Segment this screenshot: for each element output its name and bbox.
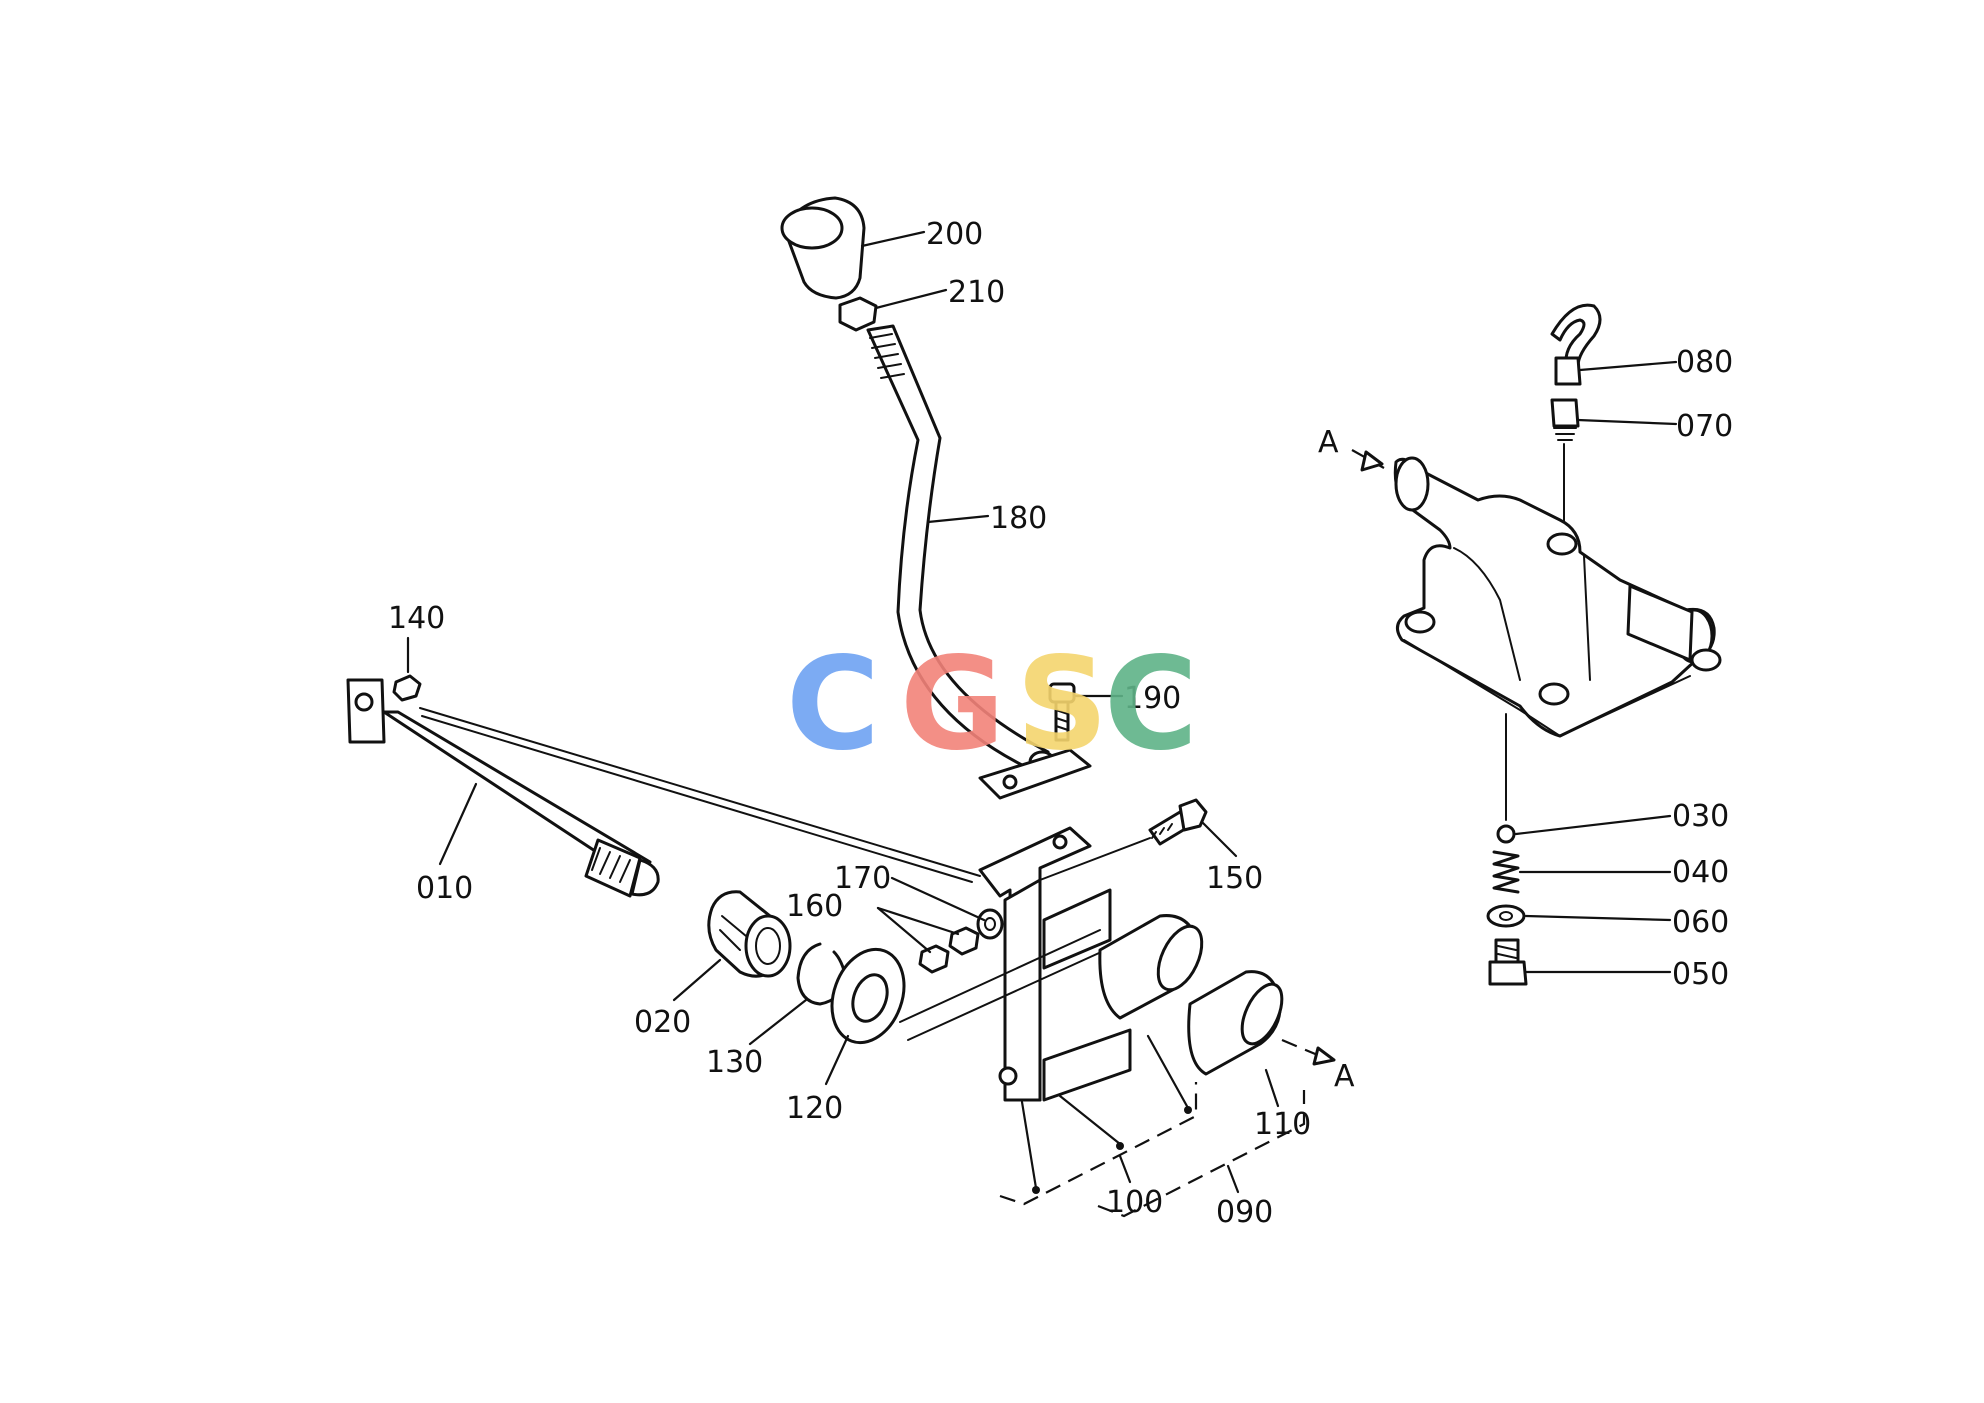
callout-060: 060 — [1672, 905, 1729, 940]
group-bracket-090 — [1097, 1090, 1306, 1218]
callout-170: 170 — [834, 861, 891, 896]
callout-180: 180 — [990, 501, 1047, 536]
nut-210 — [838, 296, 878, 332]
leader-090 — [1226, 1164, 1240, 1194]
leader-070 — [1576, 418, 1678, 426]
callout-120: 120 — [786, 1091, 843, 1126]
fitting-070 — [1550, 398, 1580, 441]
callout-210: 210 — [948, 275, 1005, 310]
nut-140 — [392, 674, 422, 702]
callout-010: 010 — [416, 871, 473, 906]
ball-030 — [1496, 824, 1516, 844]
callout-090: 090 — [1216, 1195, 1273, 1230]
transmission-housing — [1393, 456, 1722, 738]
bushing-110 — [1187, 970, 1284, 1076]
marker-dot — [1032, 1186, 1040, 1194]
callout-100: 100 — [1106, 1185, 1163, 1220]
spring-040 — [1492, 850, 1520, 894]
section-a-arrow-left — [1360, 450, 1384, 472]
section-a-arrow-right — [1312, 1046, 1336, 1066]
leader-130 — [748, 998, 808, 1046]
bolt-150-axis — [1039, 837, 1151, 881]
callout-080: 080 — [1676, 345, 1733, 380]
leader-170 — [890, 876, 986, 922]
watermark-letter-s: S — [1016, 630, 1108, 779]
callout-050: 050 — [1672, 957, 1729, 992]
knob-200 — [780, 196, 866, 300]
watermark-letter-g: G — [900, 630, 1005, 779]
callout-110: 110 — [1254, 1107, 1311, 1142]
leader-110 — [1264, 1068, 1280, 1108]
callout-070: 070 — [1676, 409, 1733, 444]
hook-080 — [1550, 303, 1602, 386]
main-shaft — [899, 929, 1111, 1041]
cgsc-watermark: C G S C — [786, 630, 1198, 779]
nut-160 — [918, 926, 980, 974]
washer-170 — [976, 908, 1004, 940]
section-a-label-right: A — [1334, 1059, 1355, 1094]
leader-030 — [1514, 814, 1672, 836]
watermark-letter-c1: C — [786, 630, 880, 779]
plug-050 — [1488, 938, 1528, 986]
leader-020 — [672, 958, 722, 1002]
lever-bracket — [978, 748, 1092, 800]
bolt-190 — [1048, 682, 1076, 742]
washer-060 — [1486, 904, 1526, 928]
leader-200 — [860, 230, 926, 248]
marker-line — [1020, 1034, 1190, 1190]
leader-120 — [824, 1034, 850, 1086]
callout-160: 160 — [786, 889, 843, 924]
leader-180 — [926, 514, 990, 524]
leader-010 — [438, 782, 478, 866]
tie-rod — [419, 707, 981, 883]
section-a-line-right — [1281, 1038, 1321, 1058]
callout-200: 200 — [926, 217, 983, 252]
bushing-020 — [707, 890, 792, 978]
group-bracket-100 — [999, 1082, 1198, 1206]
leader-100 — [1118, 1154, 1132, 1184]
leader-210 — [874, 288, 948, 310]
marker-dot — [1116, 1142, 1124, 1150]
callout-190: 190 — [1124, 681, 1181, 716]
shift-arm — [978, 826, 1132, 1102]
leader-080 — [1578, 360, 1678, 372]
leader-160b — [876, 906, 960, 936]
section-a-label-left: A — [1318, 425, 1339, 460]
leader-150 — [1200, 820, 1238, 858]
callout-040: 040 — [1672, 855, 1729, 890]
callout-020: 020 — [634, 1005, 691, 1040]
callout-140: 140 — [388, 601, 445, 636]
callout-150: 150 — [1206, 861, 1263, 896]
leader-060 — [1524, 914, 1672, 922]
callout-030: 030 — [1672, 799, 1729, 834]
rod-010 — [346, 678, 660, 898]
bushing-090 — [1098, 914, 1204, 1020]
callout-130: 130 — [706, 1045, 763, 1080]
marker-dot — [1184, 1106, 1192, 1114]
washer-120 — [830, 947, 906, 1045]
bolt-150 — [1148, 798, 1208, 846]
watermark-letter-c2: C — [1104, 630, 1198, 779]
leader-160a — [876, 906, 932, 954]
